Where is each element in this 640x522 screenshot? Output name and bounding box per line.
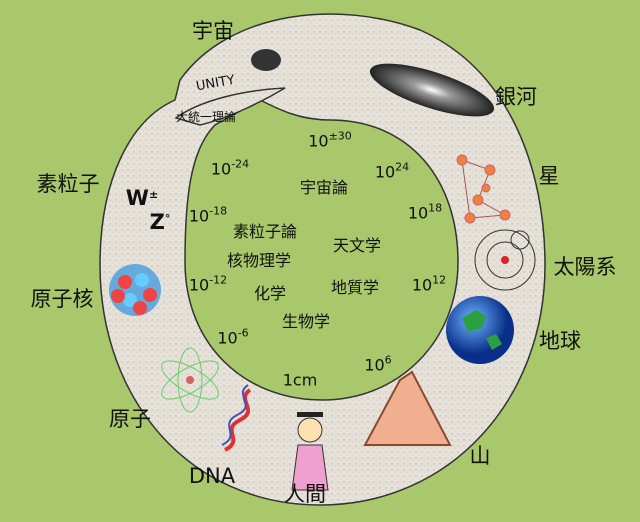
- label-earth: 地球: [539, 329, 581, 353]
- scale-label: 1012: [411, 273, 447, 295]
- earth-icon: [446, 296, 514, 364]
- field-cosmology: 宇宙論: [299, 178, 349, 197]
- snake-eye-icon: [251, 49, 281, 71]
- label-solar-system: 太陽系: [553, 255, 617, 279]
- constellation-icon: [456, 154, 511, 224]
- label-mountain: 山: [469, 444, 491, 468]
- field-geology: 地質学: [330, 278, 380, 297]
- mountain-icon: [363, 370, 452, 446]
- field-chemistry: 化学: [253, 284, 287, 303]
- label-galaxy: 銀河: [495, 85, 537, 109]
- label-human: 人間: [284, 482, 326, 506]
- atom-icon: [161, 347, 219, 413]
- label-dna: DNA: [188, 464, 236, 488]
- gut-label: 大統一理論: [176, 110, 237, 124]
- scale-label: 10-6: [217, 326, 249, 348]
- scale-label: 10-18: [188, 204, 228, 226]
- w-boson-label: W±: [125, 186, 159, 210]
- label-atom: 原子: [109, 407, 151, 431]
- scale-label: 1024: [374, 160, 410, 182]
- galaxy-icon: [369, 63, 495, 117]
- scale-label: 1cm: [282, 370, 318, 390]
- solar-system-icon: [474, 229, 536, 291]
- label-particle: 素粒子: [36, 172, 100, 196]
- human-icon: [291, 412, 329, 491]
- scale-label: 10±30: [308, 129, 352, 151]
- z-boson-label: Z°: [149, 210, 171, 234]
- label-nucleus: 原子核: [30, 287, 94, 311]
- label-universe: 宇宙: [192, 19, 234, 43]
- snake-body: [99, 13, 546, 506]
- snake-mouth: [174, 87, 286, 126]
- label-star: 星: [538, 164, 560, 188]
- scale-label: 10-12: [188, 273, 228, 295]
- scale-label: 10-24: [210, 157, 250, 179]
- field-nuclear-physics: 核物理学: [226, 251, 292, 270]
- nucleus-icon: [109, 264, 161, 316]
- scale-label: 1018: [407, 201, 443, 223]
- field-biology: 生物学: [281, 312, 331, 331]
- scale-label: 106: [364, 353, 392, 375]
- field-astronomy: 天文学: [332, 236, 382, 255]
- field-particle-theory: 素粒子論: [232, 222, 298, 241]
